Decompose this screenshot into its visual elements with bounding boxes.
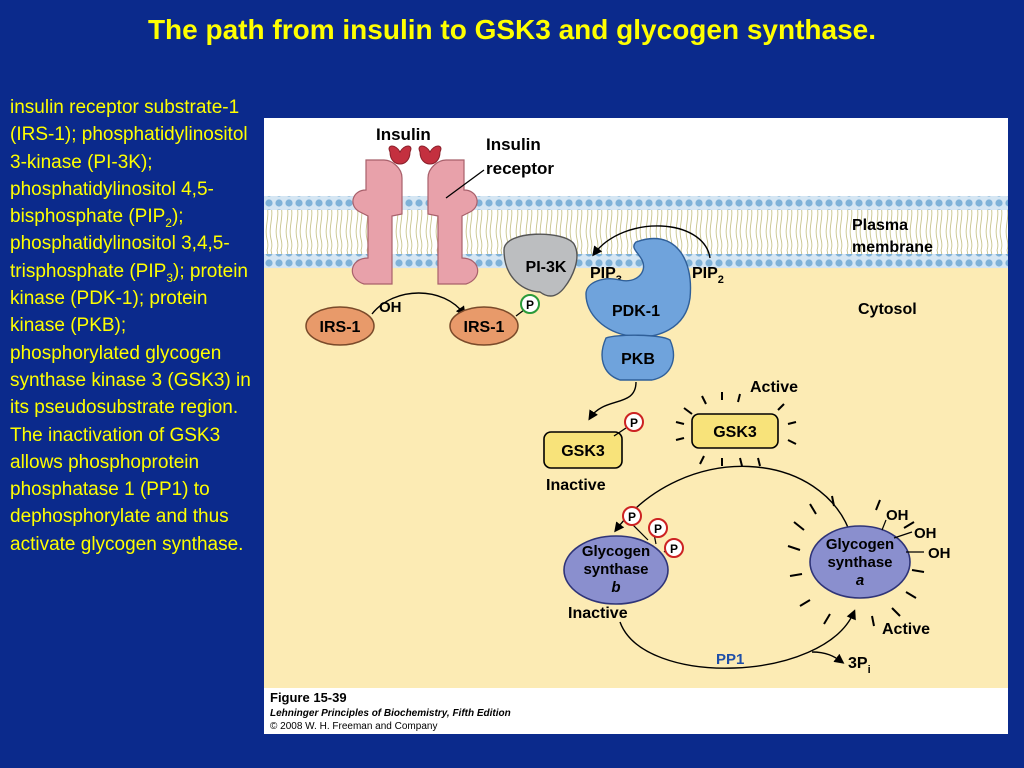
gsk3-inactive	[543, 431, 623, 469]
svg-text:P: P	[628, 510, 636, 524]
irs1-oh-label: OH	[379, 299, 402, 316]
plasma-membrane-label-line1: Plasma	[852, 217, 908, 234]
figure-book: Lehninger Principles of Biochemistry, Fi…	[270, 708, 511, 719]
pi3k-label: PI-3K	[526, 259, 567, 276]
synthase-b-line1: Glycogen	[582, 543, 650, 560]
side-text-part1: insulin receptor substrate-1 (IRS-1); ph…	[10, 97, 248, 228]
pi3k-enzyme	[503, 233, 578, 297]
irs1-phosphorylated	[449, 306, 519, 346]
irs1-phosphate	[520, 294, 540, 314]
gsk3-active-label: Active	[750, 379, 798, 396]
synthase-a-active-label: Active	[882, 621, 930, 638]
synthase-a-line1: Glycogen	[826, 536, 894, 553]
gsk3-inactive-label: Inactive	[546, 477, 606, 494]
insulin-receptor	[351, 159, 479, 285]
pp1-dephosphorylation-arrow	[619, 609, 856, 669]
synthase-b-phosphates: P P P	[622, 506, 684, 558]
pp1-label: PP1	[716, 651, 744, 668]
receptor-label-line1: Insulin	[486, 135, 541, 154]
synthase-b-line2: synthase	[583, 561, 648, 578]
insulin-hormone	[388, 145, 442, 165]
gsk3-to-synthase-b-arrow	[614, 465, 853, 539]
insulin-label: Insulin	[376, 125, 431, 144]
synthase-a-form: a	[856, 572, 864, 589]
gsk3-inactive-name: GSK3	[561, 443, 605, 460]
slide-title: The path from insulin to GSK3 and glycog…	[147, 14, 877, 45]
figure-panel: Insulin Insulin receptor Plasma membrane…	[264, 118, 1008, 734]
side-text-part3: ); protein kinase (PDK-1); protein kinas…	[10, 260, 251, 555]
plasma-membrane-label-line2: membrane	[852, 239, 933, 256]
svg-text:P: P	[654, 522, 662, 536]
pathway-diagram: Insulin Insulin receptor Plasma membrane…	[264, 125, 1008, 732]
pi-release-arrow	[811, 651, 845, 664]
gsk3-active-name: GSK3	[713, 424, 757, 441]
svg-text:OH: OH	[928, 545, 951, 562]
figure-number: Figure 15-39	[270, 690, 347, 705]
pdk1-enzyme	[585, 237, 692, 338]
figure-caption: Figure 15-39 Lehninger Principles of Bio…	[270, 690, 511, 732]
irs1-left-label: IRS-1	[320, 319, 361, 336]
irs1-phosphate-link	[515, 309, 525, 317]
pip2-label: PIP2	[692, 265, 724, 286]
synthase-b-inactive-label: Inactive	[568, 605, 628, 622]
synthase-a-rays	[787, 495, 925, 627]
figure-copyright: © 2008 W. H. Freeman and Company	[270, 721, 437, 732]
gsk3-active-rays	[675, 392, 797, 467]
side-text-sub2: 3	[166, 270, 173, 285]
side-description: insulin receptor substrate-1 (IRS-1); ph…	[10, 94, 256, 558]
glycogen-synthase-a	[809, 525, 911, 599]
gsk3-active	[691, 413, 779, 449]
pdk1-label: PDK-1	[612, 303, 660, 320]
pkb-label: PKB	[621, 351, 655, 368]
receptor-pointer	[445, 169, 485, 199]
irs1-phosphorylation-arrow	[371, 292, 466, 317]
pkb-enzyme	[601, 334, 675, 381]
gsk3-phosphate-link	[613, 427, 627, 437]
gsk3-phosphate	[624, 412, 644, 432]
svg-text:P: P	[670, 542, 678, 556]
cytosol-label: Cytosol	[858, 301, 917, 318]
irs1-phosphate-label: P	[526, 298, 534, 312]
synthase-a-hydroxyls: OH OH OH	[881, 507, 951, 562]
svg-text:OH: OH	[886, 507, 909, 524]
gsk3-phosphate-label: P	[630, 416, 638, 430]
pi-label: 3Pi	[848, 655, 871, 676]
svg-text:OH: OH	[914, 525, 937, 542]
synthase-b-form: b	[611, 579, 620, 596]
pip2-to-pip3-arrow	[592, 225, 711, 259]
irs1-unphosphorylated	[305, 306, 375, 346]
glycogen-synthase-b	[563, 535, 669, 605]
side-text-part2: ); phosphatidylinositol 3,4,5-trisphosph…	[10, 206, 230, 282]
side-text-sub1: 2	[165, 215, 172, 230]
synthase-a-line2: synthase	[827, 554, 892, 571]
pkb-to-gsk3-arrow	[588, 381, 637, 421]
receptor-label-line2: receptor	[486, 159, 554, 178]
irs1-right-label: IRS-1	[464, 319, 505, 336]
